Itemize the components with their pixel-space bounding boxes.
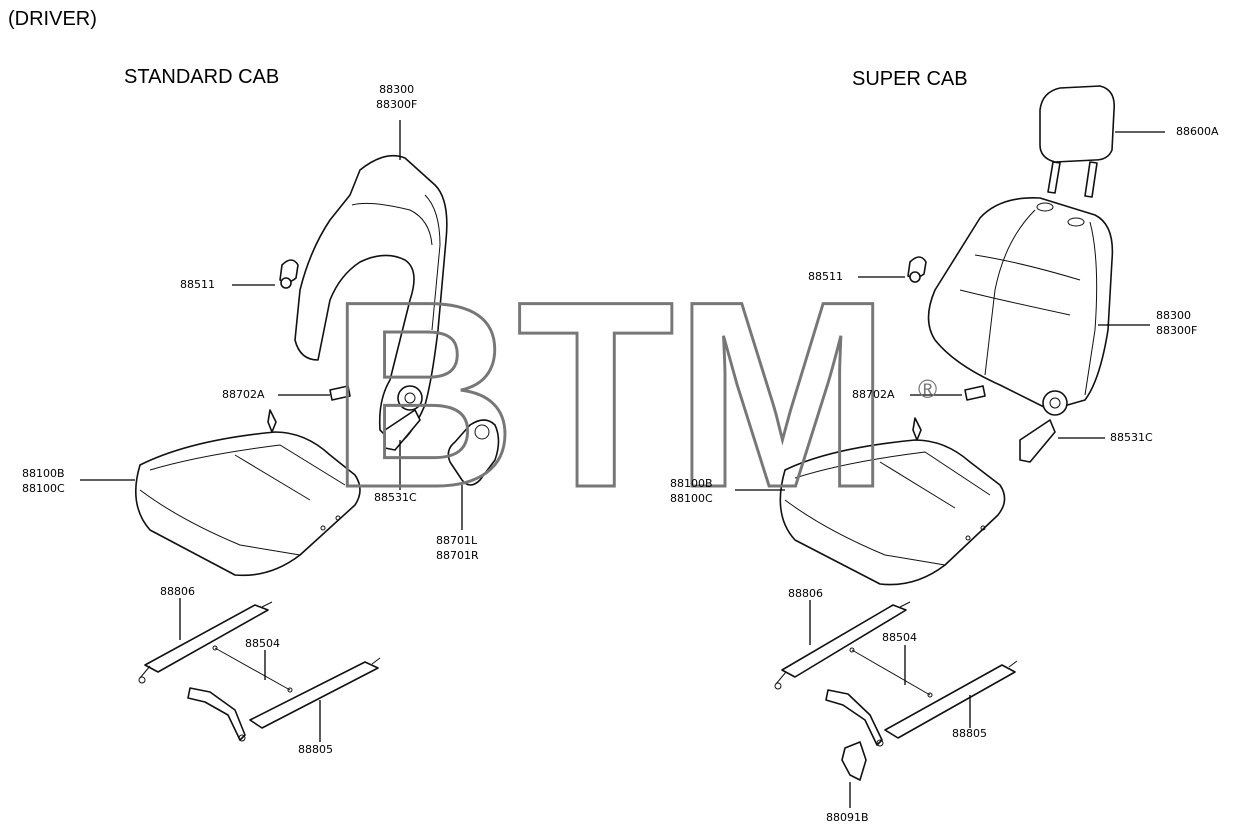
standard-leader-lines [80, 120, 463, 742]
super-slide-rails [774, 601, 1018, 747]
super-recliner [1019, 390, 1068, 463]
sup-label-88531C: 88531C [1110, 431, 1153, 444]
super-headrest [1039, 85, 1116, 198]
std-label-88806: 88806 [160, 585, 195, 598]
standard-slide-rails [138, 601, 381, 742]
std-label-88805: 88805 [298, 743, 333, 756]
super-seat-cushion [779, 417, 1006, 586]
part-number: 88701R [436, 549, 479, 562]
part-number: 88300 [379, 83, 415, 96]
super-leader-lines [735, 131, 1165, 808]
sup-label-88600A: 88600A [1176, 125, 1219, 138]
standard-knob-88702A [329, 385, 351, 401]
part-number: 88100B [22, 467, 65, 480]
sup-label-88091B: 88091B [826, 811, 869, 824]
sup-label-88100: 88100B 88100C [670, 476, 713, 506]
standard-seat-back [294, 154, 448, 446]
part-number: 88701L [436, 534, 478, 547]
btm-watermark: BTM [330, 288, 892, 498]
part-number: 88300 [1156, 309, 1191, 322]
watermark-text: BTM [330, 288, 890, 498]
super-cab-title: SUPER CAB [852, 68, 968, 90]
sup-label-88504: 88504 [882, 631, 917, 644]
sup-label-88702A: 88702A [852, 388, 895, 401]
registered-mark: ® [918, 374, 938, 404]
super-clip-88511 [907, 256, 927, 283]
std-label-88511: 88511 [180, 278, 215, 291]
variant-title: (DRIVER) [8, 8, 97, 30]
standard-seat-cushion [134, 409, 361, 577]
sup-label-88300: 88300 88300F [1156, 308, 1197, 338]
std-label-88702A: 88702A [222, 388, 265, 401]
standard-cover-88701 [447, 419, 500, 486]
part-number: 88300F [376, 98, 418, 111]
part-number: 88100C [22, 482, 65, 495]
part-number: 88100C [670, 492, 713, 505]
std-label-88100: 88100B 88100C [22, 466, 65, 496]
part-number: 88300F [1156, 324, 1198, 337]
super-knob-88702A [964, 385, 986, 401]
super-seat-back [927, 197, 1114, 411]
std-label-88701: 88701L 88701R [436, 533, 479, 563]
sup-label-88511: 88511 [808, 270, 843, 283]
std-label-88504: 88504 [245, 637, 280, 650]
standard-recliner [384, 385, 423, 451]
standard-clip-88511 [279, 259, 299, 289]
std-label-88300: 88300 88300F [376, 82, 417, 112]
standard-cab-title: STANDARD CAB [124, 66, 280, 88]
sup-label-88806: 88806 [788, 587, 823, 600]
std-label-88531C: 88531C [374, 491, 417, 504]
part-number: 88100B [670, 477, 713, 490]
super-bracket-88091B [841, 741, 867, 781]
sup-label-88805: 88805 [952, 727, 987, 740]
